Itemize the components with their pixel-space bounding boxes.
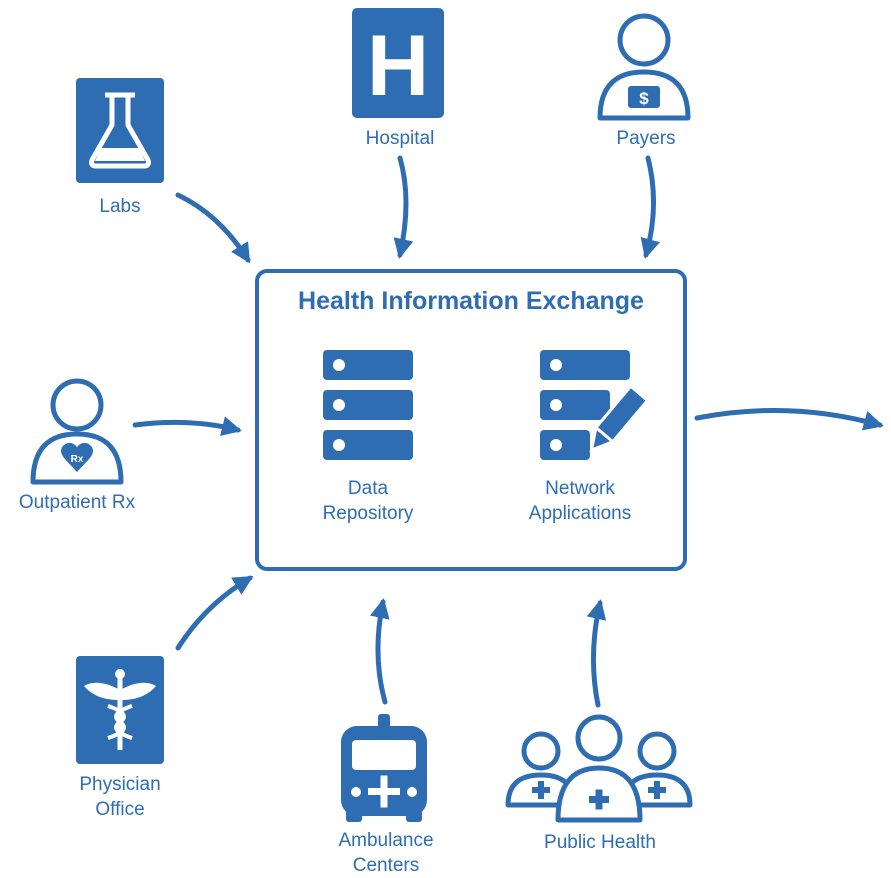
arrow-hie-outbound — [694, 407, 884, 431]
physician-office-line1: Physician — [79, 774, 161, 795]
health-information-exchange-box: Health Information Exchange — [255, 269, 687, 571]
arrow-hospital-to-hie — [393, 155, 414, 259]
outpatient-rx-label: Outpatient Rx — [18, 492, 136, 513]
pharmacist-icon: Rx — [30, 378, 124, 485]
arrow-publichealth-to-hie — [586, 599, 607, 708]
hospital-icon: H — [352, 8, 444, 118]
ambulance-centers-line1: Ambulance — [338, 830, 434, 851]
server-edit-icon — [540, 350, 649, 460]
physician-office-label: Physician Office — [50, 772, 190, 822]
rx-glyph: Rx — [71, 454, 84, 465]
public-health-crosses — [532, 781, 666, 810]
public-health-label: Public Health — [544, 832, 656, 853]
caduceus-icon — [76, 656, 164, 764]
arrow-outpatient-to-hie — [132, 416, 242, 436]
data-repository-line2: Repository — [322, 503, 414, 524]
payer-person-icon: $ — [597, 13, 691, 121]
pencil-icon — [589, 385, 649, 453]
payers-label: Payers — [616, 128, 676, 149]
data-repository-line1: Data — [347, 478, 389, 499]
ambulance-centers-line2: Centers — [352, 855, 420, 876]
ambulance-centers-label: Ambulance Centers — [316, 828, 456, 878]
labs-label: Labs — [99, 196, 141, 217]
network-applications-line1: Network — [545, 478, 615, 499]
ambulance-icon — [341, 714, 427, 822]
arrow-ambulance-to-hie — [369, 598, 390, 705]
hie-title: Health Information Exchange — [298, 287, 644, 315]
flask-icon — [76, 78, 164, 183]
network-applications-label: Network Applications — [500, 476, 660, 526]
dollar-glyph: $ — [639, 89, 649, 108]
arrow-payers-to-hie — [640, 155, 660, 259]
arrow-physician-to-hie — [175, 575, 254, 651]
network-applications-line2: Applications — [528, 503, 632, 524]
physician-office-line2: Office — [95, 799, 145, 820]
server-stack-icon — [323, 350, 413, 460]
data-repository-label: Data Repository — [288, 476, 448, 526]
hospital-label: Hospital — [365, 128, 435, 149]
arrow-labs-to-hie — [175, 192, 251, 264]
hospital-glyph: H — [367, 18, 429, 114]
